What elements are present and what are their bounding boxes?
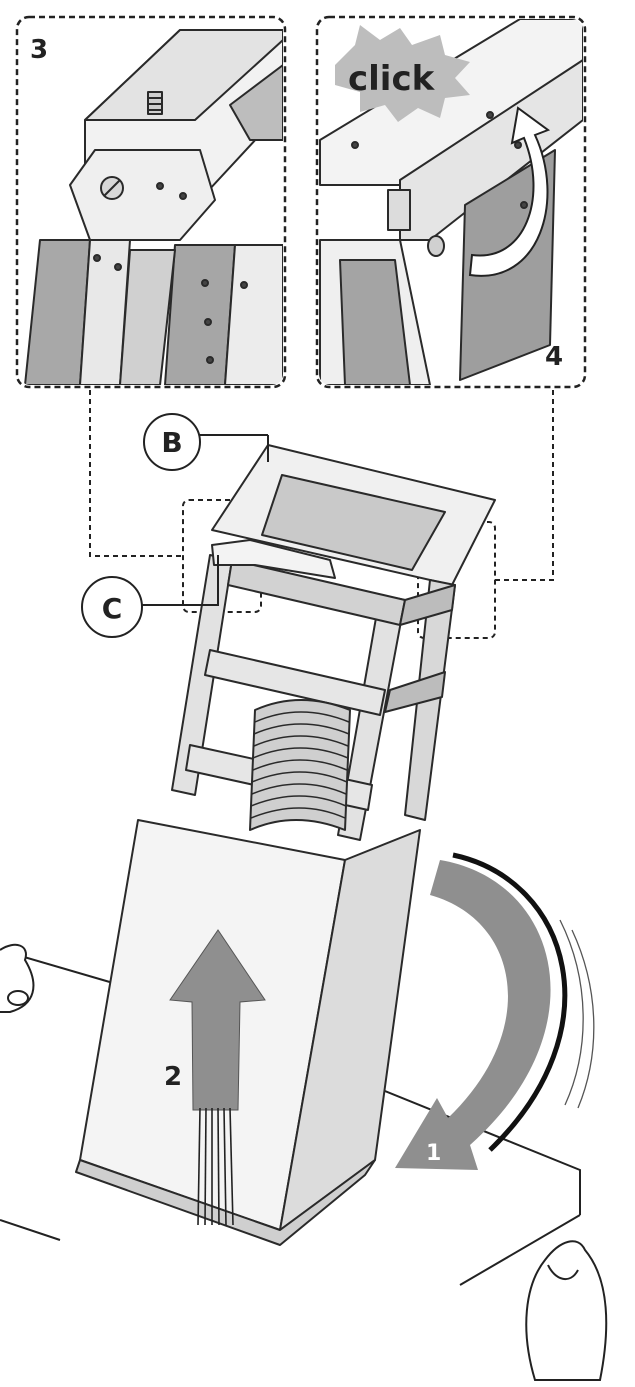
push-up-arrow-icon: [169, 929, 266, 1226]
step-number-3: 3: [30, 35, 48, 65]
click-burst-icon: [335, 25, 470, 122]
part-label-c: C: [102, 592, 123, 625]
right-hand-icon: [525, 1240, 608, 1381]
step-number-1: 1: [426, 1141, 441, 1166]
step-number-4: 4: [545, 342, 563, 372]
detail-panel-4: click 4: [315, 15, 587, 389]
click-callout: click: [348, 59, 436, 99]
rotate-arrow-icon: [468, 106, 551, 277]
step-number-2: 2: [164, 1062, 182, 1092]
tilt-down-arrow-icon: [395, 852, 595, 1170]
left-hand-icon: [0, 943, 35, 1013]
chimney-cover: [75, 819, 421, 1246]
bolt-icon: [147, 91, 163, 115]
hood-frame: [171, 444, 496, 841]
detail-panel-3: 3: [15, 15, 287, 389]
part-callout-c: C: [81, 555, 219, 638]
part-callout-b: B: [143, 413, 269, 471]
part-label-b: B: [161, 426, 182, 459]
